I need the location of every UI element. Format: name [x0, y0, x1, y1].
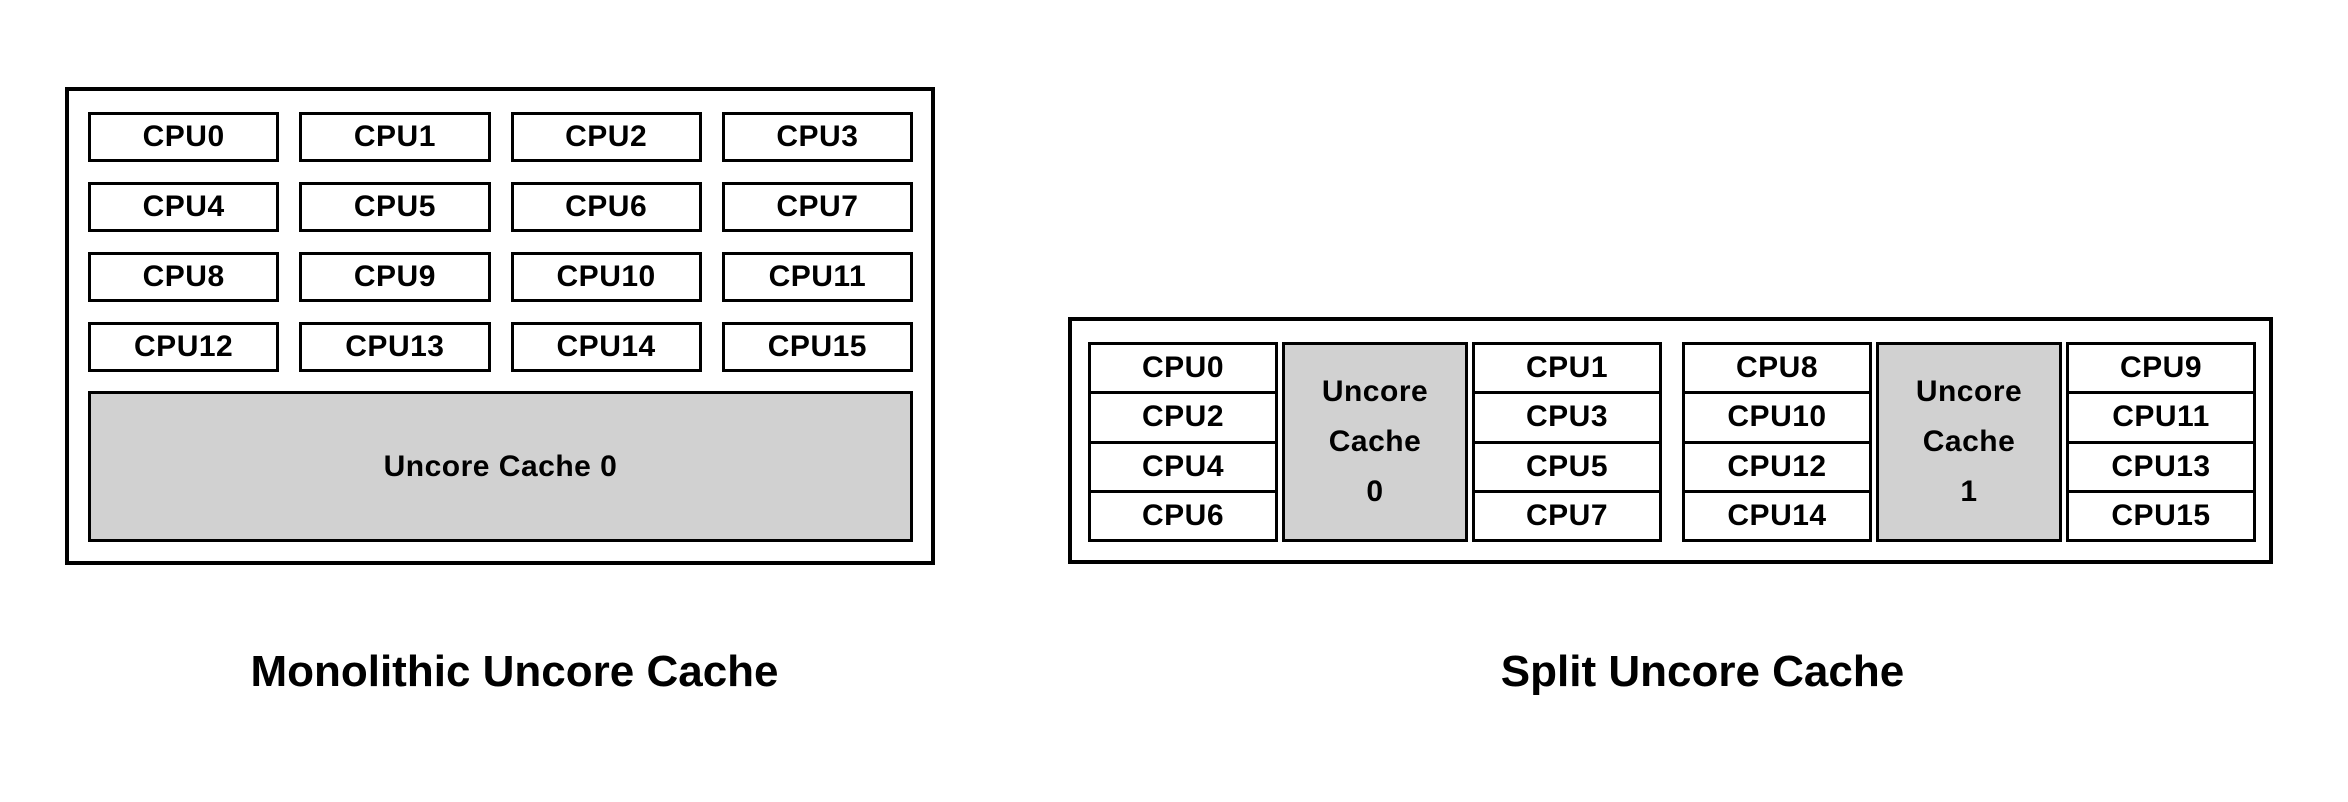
- monolithic-package-box: CPU0 CPU1 CPU2 CPU3 CPU4 CPU5 CPU6 CPU7 …: [65, 87, 935, 565]
- cpu-box-15: CPU15: [721, 322, 913, 372]
- split-package-box: CPU0 CPU2 CPU4 CPU6 Uncore Cache 0 CPU1 …: [1068, 317, 2273, 564]
- cluster-0: CPU0 CPU2 CPU4 CPU6 Uncore Cache 0 CPU1 …: [1088, 342, 1662, 542]
- uncore-cache-line: Cache: [1922, 425, 2016, 458]
- uncore-cache-0-split-box: Uncore Cache 0: [1282, 342, 1468, 542]
- cpu-cell: CPU4: [1091, 444, 1275, 493]
- cpu-cell: CPU7: [1525, 498, 1609, 532]
- cluster-0-right-cpu-column: CPU1 CPU3 CPU5 CPU7: [1472, 342, 1662, 542]
- cluster-1-left-cpu-column: CPU8 CPU10 CPU12 CPU14: [1682, 342, 1872, 542]
- uncore-cache-line: Uncore: [1915, 375, 2023, 408]
- uncore-cache-0-box: Uncore Cache 0: [88, 391, 913, 542]
- cpu-box-0: CPU0: [88, 112, 280, 162]
- cpu-cell: CPU2: [1091, 394, 1275, 444]
- cluster-1-right-cpu-column: CPU9 CPU11 CPU13 CPU15: [2066, 342, 2256, 542]
- cpu-cell: CPU14: [1727, 498, 1827, 532]
- cpu-cell: CPU0: [1091, 345, 1275, 395]
- cluster-1: CPU8 CPU10 CPU12 CPU14 Uncore Cache 1 CP…: [1682, 342, 2256, 542]
- cpu-box-1: CPU1: [299, 112, 491, 162]
- cpu-cell: CPU5: [1475, 444, 1659, 493]
- cpu-box-11: CPU11: [721, 252, 913, 302]
- cluster-0-left-cpu-column: CPU0 CPU2 CPU4 CPU6: [1088, 342, 1278, 542]
- uncore-cache-line: Uncore: [1321, 375, 1429, 408]
- cpu-box-10: CPU10: [510, 252, 702, 302]
- uncore-cache-line: 0: [1366, 475, 1384, 508]
- cpu-cell: CPU11: [2069, 394, 2253, 444]
- cpu-box-12: CPU12: [88, 322, 280, 372]
- cpu-cell: CPU12: [1685, 444, 1869, 493]
- uncore-cache-line: 1: [1960, 475, 1978, 508]
- cpu-box-4: CPU4: [88, 182, 280, 232]
- cpu-cell: CPU6: [1141, 498, 1225, 532]
- cpu-box-3: CPU3: [721, 112, 913, 162]
- cpu-box-6: CPU6: [510, 182, 702, 232]
- cpu-box-14: CPU14: [510, 322, 702, 372]
- cpu-cell: CPU1: [1475, 345, 1659, 395]
- cpu-box-9: CPU9: [299, 252, 491, 302]
- uncore-cache-1-split-box: Uncore Cache 1: [1876, 342, 2062, 542]
- cpu-box-13: CPU13: [299, 322, 491, 372]
- cpu-box-7: CPU7: [721, 182, 913, 232]
- cpu-box-5: CPU5: [299, 182, 491, 232]
- cpu-box-8: CPU8: [88, 252, 280, 302]
- uncore-cache-line: Cache: [1328, 425, 1422, 458]
- cpu-cell: CPU8: [1685, 345, 1869, 395]
- cpu-box-2: CPU2: [510, 112, 702, 162]
- cpu-cell: CPU9: [2069, 345, 2253, 395]
- cpu-cell: CPU10: [1685, 394, 1869, 444]
- cpu-cell: CPU15: [2111, 498, 2211, 532]
- cpu-cell: CPU3: [1475, 394, 1659, 444]
- split-clusters-row: CPU0 CPU2 CPU4 CPU6 Uncore Cache 0 CPU1 …: [1088, 342, 2256, 542]
- monolithic-caption: Monolithic Uncore Cache: [250, 647, 779, 696]
- monolithic-cpu-grid: CPU0 CPU1 CPU2 CPU3 CPU4 CPU5 CPU6 CPU7 …: [88, 112, 913, 372]
- cpu-cell: CPU13: [2069, 444, 2253, 493]
- split-caption: Split Uncore Cache: [1500, 647, 1905, 696]
